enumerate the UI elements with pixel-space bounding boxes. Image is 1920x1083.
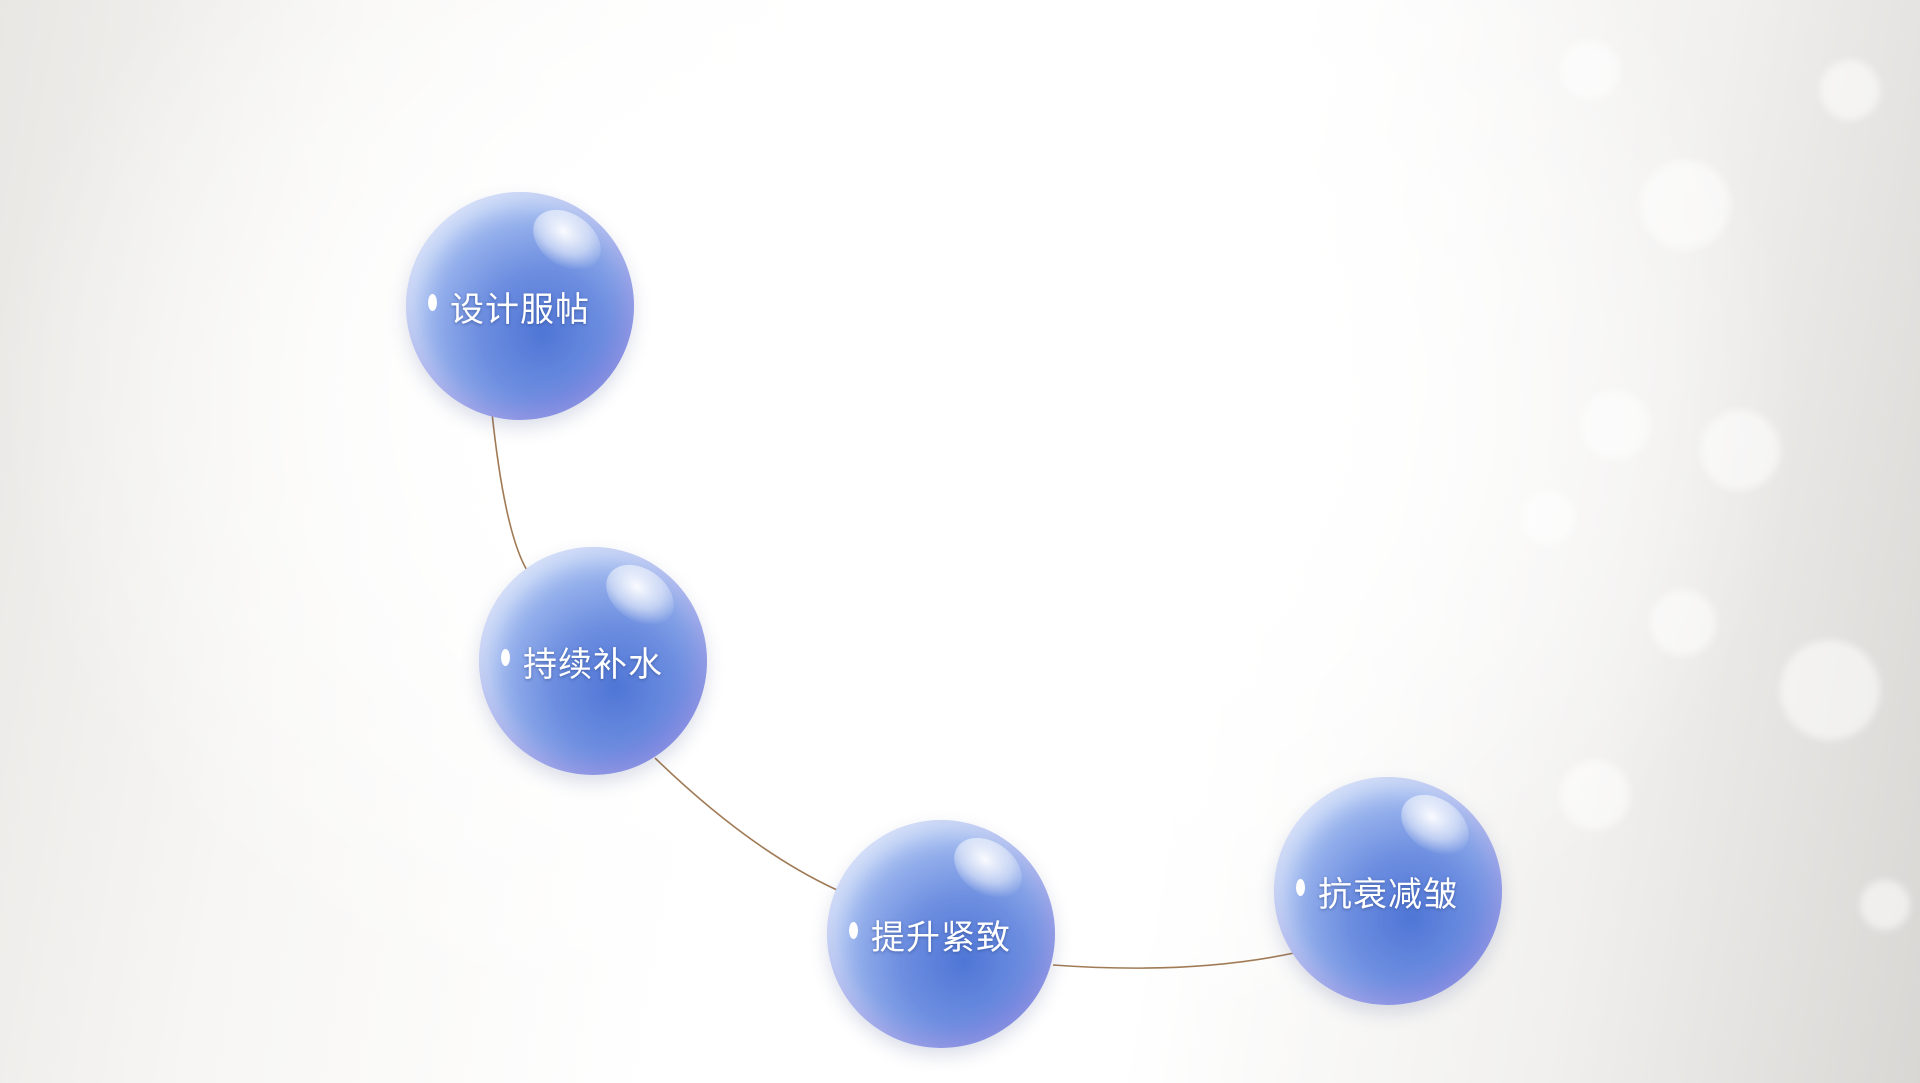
bokeh-dot bbox=[1700, 410, 1780, 490]
node-label: 持续补水 bbox=[523, 644, 663, 685]
node-bubble-1: 设计服帖 bbox=[406, 192, 634, 420]
connector-line bbox=[491, 412, 1295, 969]
node-bubble-3: 提升紧致 bbox=[827, 820, 1055, 1048]
bokeh-dot bbox=[1560, 40, 1620, 100]
bokeh-dot bbox=[1650, 590, 1716, 656]
bokeh-dot bbox=[1580, 390, 1650, 460]
node-bubble-2: 持续补水 bbox=[479, 547, 707, 775]
node-label: 设计服帖 bbox=[450, 289, 590, 330]
bokeh-dot bbox=[1820, 60, 1880, 120]
bokeh-dot bbox=[1780, 640, 1880, 740]
bokeh-dot bbox=[1640, 160, 1730, 250]
node-label: 抗衰减皱 bbox=[1318, 874, 1458, 915]
bubble-glint bbox=[428, 294, 437, 311]
bokeh-dot bbox=[1560, 760, 1630, 830]
bokeh-dot bbox=[1860, 880, 1910, 930]
bubble-glint bbox=[1296, 879, 1305, 896]
bubble-glint bbox=[501, 649, 510, 666]
node-label: 提升紧致 bbox=[871, 917, 1011, 958]
bokeh-dot bbox=[1520, 490, 1576, 546]
bubble-glint bbox=[849, 922, 858, 939]
node-bubble-4: 抗衰减皱 bbox=[1274, 777, 1502, 1005]
